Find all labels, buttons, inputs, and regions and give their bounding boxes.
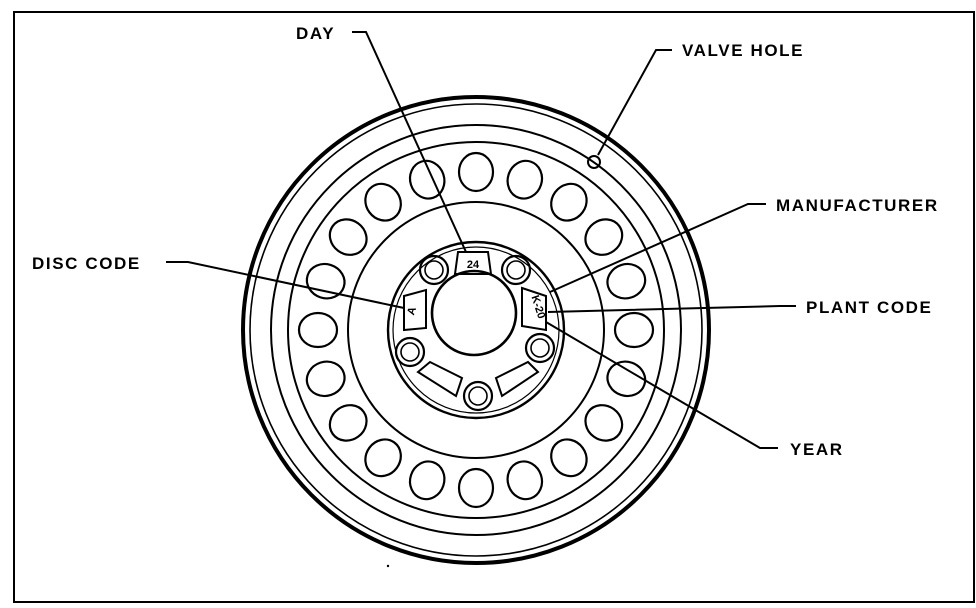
vent-hole bbox=[506, 159, 544, 200]
manufacturer-leader bbox=[549, 203, 766, 293]
lug-hole bbox=[462, 380, 494, 412]
center-bore bbox=[430, 269, 518, 357]
day-label: DAY bbox=[296, 24, 335, 43]
vent-hole bbox=[457, 467, 495, 509]
lug-hole bbox=[418, 254, 450, 286]
lug-hole bbox=[394, 336, 426, 368]
vent-hole bbox=[606, 360, 647, 398]
plant-code-stamp-value: K-20 bbox=[528, 294, 547, 320]
disc-code-stamp-value: A bbox=[405, 305, 419, 316]
vent-hole bbox=[364, 182, 402, 222]
vent-hole bbox=[584, 218, 624, 256]
vent-hole bbox=[550, 438, 588, 478]
vent-hole bbox=[408, 460, 446, 501]
lug-hole bbox=[500, 254, 532, 286]
disc-code-label: DISC CODE bbox=[32, 254, 141, 273]
vent-hole bbox=[328, 404, 368, 442]
ventilation-holes bbox=[297, 151, 655, 509]
plant-code-label: PLANT CODE bbox=[806, 298, 933, 317]
vent-hole bbox=[457, 151, 495, 193]
plant-code-stamp: K-20 bbox=[521, 286, 547, 332]
diagram-frame bbox=[13, 11, 975, 603]
valve-hole-label: VALVE HOLE bbox=[682, 41, 804, 60]
vent-hole bbox=[328, 218, 368, 256]
disc-code-stamp: A bbox=[403, 288, 427, 332]
year-leader bbox=[545, 321, 778, 449]
callout-labels: DAY VALVE HOLE MANUFACTURER DISC CODE PL… bbox=[32, 24, 939, 459]
plant-code-leader bbox=[547, 305, 796, 313]
disc-code-leader bbox=[166, 261, 405, 309]
vent-hole bbox=[550, 182, 588, 222]
vent-hole bbox=[305, 360, 346, 398]
vent-hole bbox=[606, 262, 647, 300]
lug-holes bbox=[394, 254, 556, 412]
vent-hole bbox=[506, 460, 544, 501]
year-label: YEAR bbox=[790, 440, 844, 459]
day-stamp-value: 24 bbox=[467, 259, 480, 271]
vent-hole bbox=[584, 404, 624, 442]
manufacturer-label: MANUFACTURER bbox=[776, 196, 939, 215]
speck bbox=[386, 564, 390, 568]
vent-hole bbox=[364, 438, 402, 478]
leader-lines bbox=[166, 31, 796, 449]
hub-plate bbox=[386, 240, 566, 420]
lower-slot-left bbox=[416, 360, 464, 398]
vent-hole bbox=[408, 159, 446, 200]
vent-hole bbox=[305, 262, 346, 300]
valve-hole-leader bbox=[597, 49, 672, 156]
wheel-rim bbox=[241, 95, 711, 565]
vent-hole bbox=[297, 311, 339, 349]
lug-hole bbox=[524, 332, 556, 364]
day-stamp: 24 bbox=[453, 251, 493, 275]
lower-slot-right bbox=[494, 360, 540, 398]
vent-hole bbox=[613, 311, 655, 349]
day-leader bbox=[352, 31, 467, 253]
valve-hole bbox=[587, 155, 601, 169]
